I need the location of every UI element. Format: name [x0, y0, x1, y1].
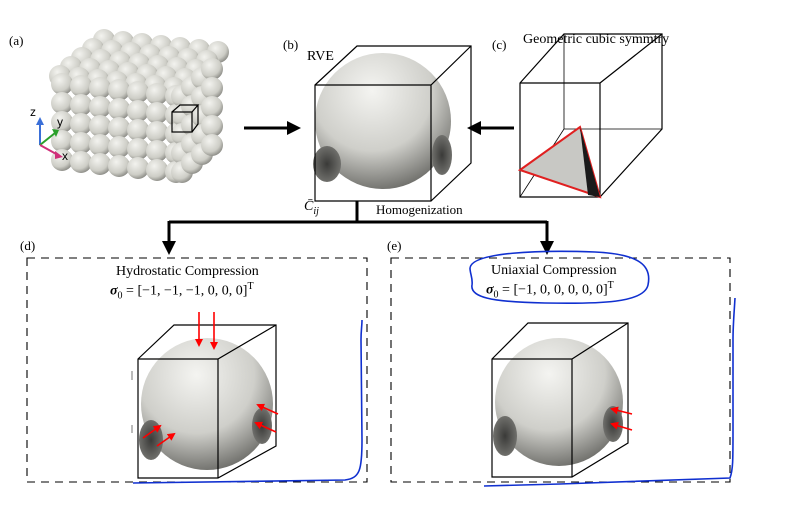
branch-connector: [169, 201, 547, 224]
hydrostatic-load-arrows: [142, 312, 279, 447]
annotation-line-e: [483, 297, 736, 487]
packed-sphere: [201, 115, 223, 137]
packed-sphere: [201, 77, 223, 99]
packed-sphere: [146, 159, 168, 181]
selected-rve-cube: [171, 111, 193, 133]
packed-sphere: [70, 132, 92, 154]
packed-sphere: [146, 121, 168, 143]
annotation-ellipse: [469, 250, 650, 305]
panel-e-title: Uniaxial Compression: [491, 263, 617, 278]
panel-e-label: (e): [387, 238, 402, 253]
packed-sphere: [108, 155, 130, 177]
uniaxial-load-arrows: [610, 406, 633, 431]
packed-sphere: [127, 100, 149, 122]
packed-sphere: [108, 98, 130, 120]
packed-sphere: [89, 115, 111, 137]
packed-sphere: [108, 136, 130, 158]
packed-sphere: [108, 117, 130, 139]
sphere-packing-illustration: [49, 29, 229, 183]
packed-sphere: [108, 79, 130, 101]
panel-e-equation: σ0 = [−1, 0, 0, 0, 0, 0]T: [486, 280, 614, 301]
packed-sphere: [70, 151, 92, 173]
panel-d-equation: σ0 = [−1, −1, −1, 0, 0, 0]T: [110, 281, 254, 302]
panel-b-title: RVE: [307, 49, 334, 64]
packed-sphere: [70, 113, 92, 135]
homogenization-label: Homogenization: [376, 202, 463, 217]
packed-sphere: [146, 83, 168, 105]
packed-sphere: [70, 75, 92, 97]
panel-c-title: Geometric cubic symmtry: [523, 32, 670, 47]
rve-cube: [313, 45, 472, 202]
axis-y-label: y: [57, 115, 63, 129]
packed-sphere: [51, 73, 73, 95]
packed-sphere: [127, 157, 149, 179]
uniaxial-cube: [491, 322, 629, 478]
coordinate-axes: [36, 117, 63, 159]
symmetry-cube: [517, 33, 663, 199]
packed-sphere: [127, 81, 149, 103]
packed-sphere: [127, 138, 149, 160]
packed-sphere: [51, 111, 73, 133]
packed-sphere: [89, 134, 111, 156]
hydrostatic-cube: [131, 324, 277, 479]
packed-sphere: [127, 119, 149, 141]
panel-d-title: Hydrostatic Compression: [116, 264, 259, 279]
panel-d-label: (d): [20, 238, 36, 253]
packed-sphere: [89, 96, 111, 118]
panel-a-label: (a): [9, 33, 24, 48]
panel-e-frame: [390, 257, 731, 483]
packed-sphere: [201, 96, 223, 118]
packed-sphere: [201, 134, 223, 156]
packed-sphere: [89, 77, 111, 99]
packed-sphere: [89, 153, 111, 175]
homogenized-tensor-label: C̄ij: [304, 199, 319, 217]
rve-sphere: [315, 53, 451, 189]
packed-sphere: [51, 92, 73, 114]
annotation-line-d: [132, 319, 363, 484]
axis-x-label: x: [62, 149, 68, 163]
selected-rve-cube-edges: [171, 104, 200, 133]
packed-sphere: [70, 94, 92, 116]
packed-sphere: [201, 58, 223, 80]
panel-b-label: (b): [283, 37, 299, 52]
axis-z-label: z: [30, 105, 36, 119]
packed-sphere: [146, 102, 168, 124]
panel-c-label: (c): [492, 37, 507, 52]
packed-sphere: [146, 140, 168, 162]
